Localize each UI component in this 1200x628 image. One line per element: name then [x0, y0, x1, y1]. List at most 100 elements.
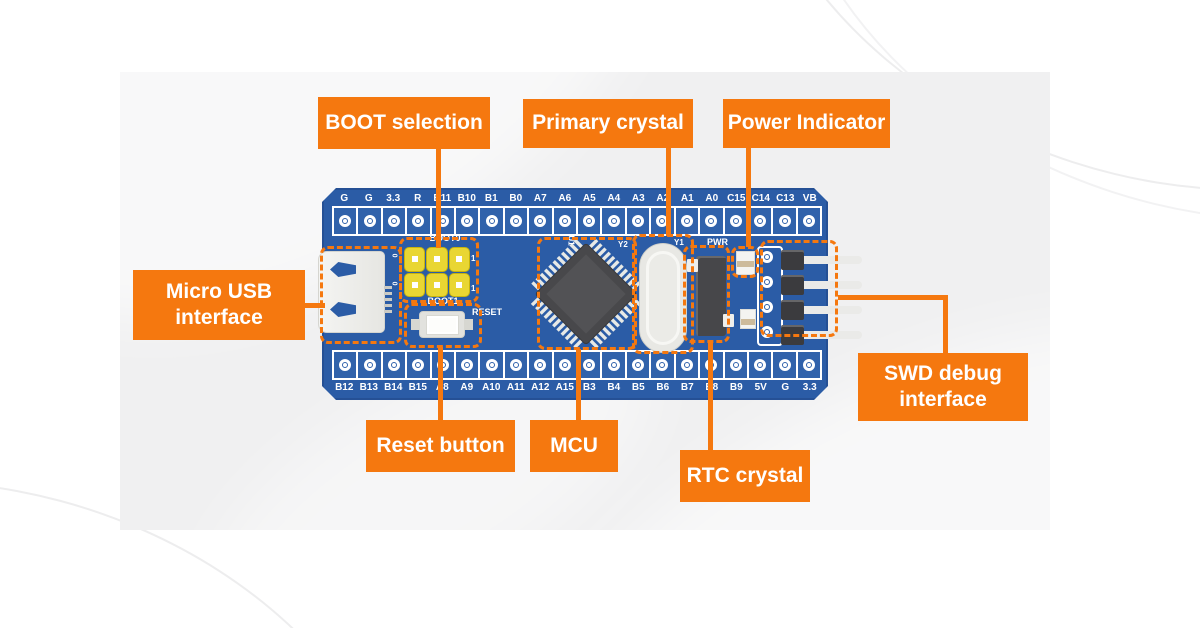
primary-crystal-outline — [632, 234, 694, 354]
pin-pad — [380, 206, 408, 236]
primary-crystal-can — [646, 251, 680, 345]
pin-pad — [454, 350, 481, 380]
power-leader-line — [746, 147, 751, 247]
silkscreen-y2: Y2 — [618, 240, 628, 249]
pin-pad — [746, 350, 774, 380]
swd-leader-line — [943, 295, 948, 354]
pin-pad — [551, 206, 579, 236]
label-rtc-crystal: RTC crystal — [680, 450, 810, 502]
pin-pad — [722, 350, 749, 380]
label-reset-button: Reset button — [366, 420, 515, 472]
pin-pad — [356, 206, 383, 236]
pin-pad — [795, 206, 823, 236]
top-pin-header — [332, 206, 823, 236]
pin-hole — [388, 215, 401, 227]
top-pin-label: B0 — [509, 193, 523, 204]
silkscreen-jumper-1: 1 — [471, 284, 476, 293]
bottom-pin-label: A12 — [531, 382, 550, 393]
pin-hole — [534, 359, 547, 371]
bottom-pin-label: G — [781, 382, 790, 393]
bottom-pin-label: B3 — [582, 382, 596, 393]
swd-pin-plastic — [781, 275, 804, 295]
rtc-leader-line — [708, 342, 713, 451]
pin-hole — [534, 215, 547, 227]
pin-pad — [576, 206, 603, 236]
pin-pad — [673, 206, 701, 236]
top-pin-label: A0 — [705, 193, 719, 204]
bottom-pin-label: B4 — [607, 382, 621, 393]
pin-pad — [795, 350, 823, 380]
bottom-pin-label: 3.3 — [802, 382, 817, 393]
pin-hole — [558, 359, 571, 371]
pin-pad — [405, 206, 432, 236]
bottom-pin-label: 5V — [754, 382, 767, 393]
pin-hole — [607, 359, 620, 371]
silkscreen-y1: Y1 — [674, 238, 684, 247]
pin-pad — [332, 350, 359, 380]
pin-pad — [527, 350, 554, 380]
boot-jumper — [404, 247, 426, 272]
pin-pad — [405, 350, 432, 380]
pin-hole — [632, 215, 645, 227]
pin-pad — [649, 350, 676, 380]
pin-hole — [607, 215, 620, 227]
rtc-crystal-outline — [683, 245, 730, 343]
reset-button-lead — [411, 319, 420, 330]
boot-jumper — [426, 272, 448, 297]
boot-jumper — [448, 272, 470, 297]
bottom-pin-label: B6 — [656, 382, 670, 393]
swd-header-frame — [757, 246, 783, 346]
top-pin-label: A5 — [582, 193, 596, 204]
pin-hole — [461, 215, 474, 227]
reset-button-cap — [427, 316, 458, 334]
label-boot-selection: BOOT selection — [318, 97, 490, 149]
pin-hole — [778, 215, 791, 227]
pin-pad — [771, 350, 798, 380]
pin-pad — [673, 350, 701, 380]
silkscreen-jumper-1: 1 — [471, 254, 476, 263]
swd-pin-plastic — [781, 250, 804, 270]
power-led — [736, 251, 755, 275]
pin-hole — [583, 215, 596, 227]
top-pin-label: A7 — [533, 193, 547, 204]
pin-hole — [339, 215, 352, 227]
bottom-pin-label: A9 — [460, 382, 474, 393]
pin-pad — [649, 206, 676, 236]
boot-leader-line — [436, 149, 441, 248]
top-pin-label: G — [340, 193, 349, 204]
top-pin-label: A6 — [558, 193, 572, 204]
bottom-pin-label: B15 — [408, 382, 427, 393]
primary-crystal-leader-line — [666, 147, 671, 236]
micro-usb-connector — [318, 251, 385, 333]
swd-pin — [804, 256, 862, 264]
pin-hole — [778, 359, 791, 371]
power-led-outline — [731, 246, 759, 278]
pin-hole — [412, 215, 425, 227]
pin-hole — [729, 359, 742, 371]
top-pin-label: B11 — [433, 193, 452, 204]
bottom-pin-label: B5 — [631, 382, 645, 393]
pin-hole — [363, 215, 376, 227]
bottom-pin-label: B14 — [384, 382, 403, 393]
bottom-pin-label: B13 — [359, 382, 378, 393]
pin-hole — [363, 359, 376, 371]
boot-jumper-block — [404, 247, 470, 297]
pin-hole — [485, 215, 498, 227]
pin-hole — [485, 359, 498, 371]
pin-hole — [680, 215, 693, 227]
bottom-pin-header — [332, 350, 823, 380]
mcu-chip — [530, 238, 642, 349]
top-pin-label: A4 — [607, 193, 621, 204]
usb-mount-tab — [330, 302, 356, 317]
rtc-crystal-component — [696, 256, 726, 336]
usb-leader-line — [303, 303, 325, 308]
reset-button-lead — [464, 319, 473, 330]
pin-pad — [600, 350, 627, 380]
usb-connector-pins — [384, 286, 392, 316]
pin-hole — [510, 359, 523, 371]
pin-pad — [380, 350, 408, 380]
top-pin-label: B10 — [457, 193, 476, 204]
top-pin-label: A1 — [680, 193, 694, 204]
